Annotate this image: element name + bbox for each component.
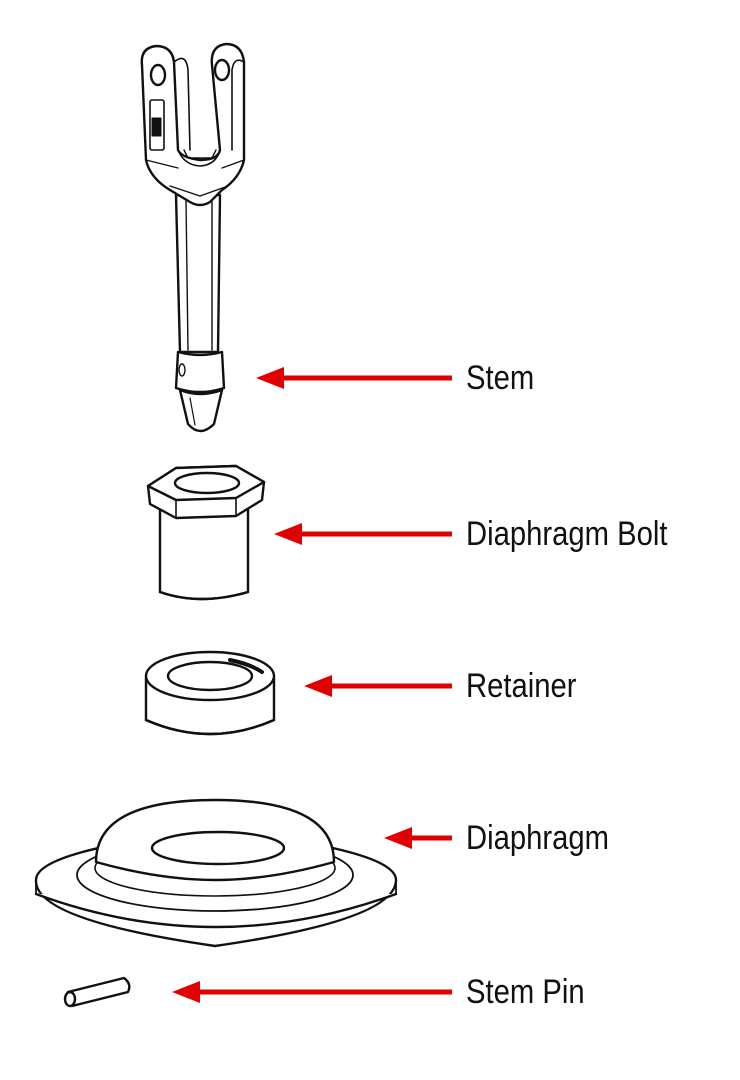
retainer-label: Retainer [466, 667, 577, 705]
diaphragm-bolt-arrow [274, 523, 452, 545]
stem-pin-label: Stem Pin [466, 973, 585, 1011]
diaphragm-arrow [384, 827, 452, 849]
stem-pin-icon [63, 976, 131, 1008]
retainer-arrow [304, 675, 452, 697]
retainer-icon [144, 650, 276, 736]
stem-icon [140, 42, 246, 433]
diaphragm-bolt-icon [146, 464, 266, 601]
diaphragm-icon [34, 798, 398, 948]
stem-label: Stem [466, 359, 535, 397]
arrow-group [172, 367, 452, 1003]
stem-pin-arrow [172, 981, 452, 1003]
diaphragm-label: Diaphragm [466, 819, 610, 857]
diaphragm-bolt-label: Diaphragm Bolt [466, 515, 668, 553]
stem-arrow [256, 367, 452, 389]
